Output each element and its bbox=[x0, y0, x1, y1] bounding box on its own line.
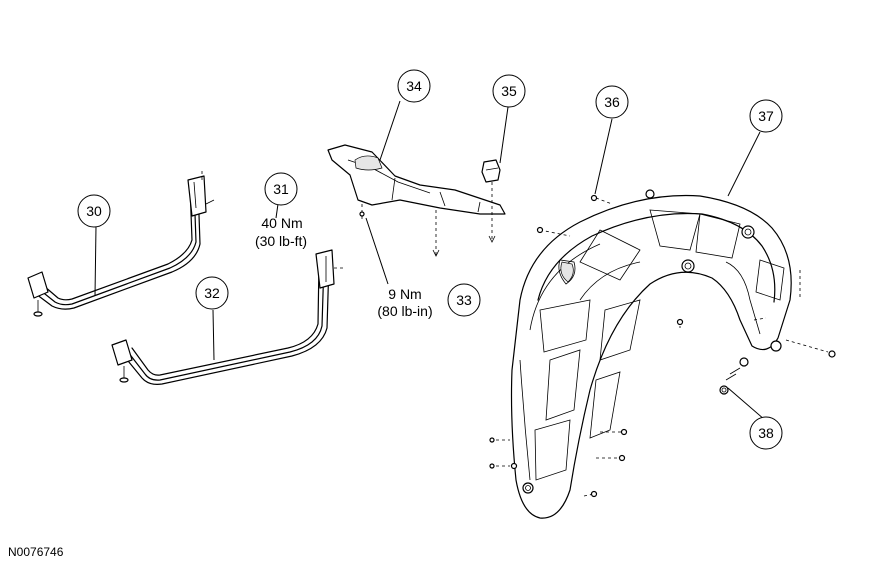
callout-37: 37 bbox=[749, 99, 783, 133]
torque-33-imperial: (80 lb-in) bbox=[377, 303, 432, 319]
callout-35: 35 bbox=[492, 74, 526, 108]
torque-31-imperial: (30 lb-ft) bbox=[255, 233, 307, 249]
callout-36-label: 36 bbox=[604, 94, 620, 110]
callout-38: 38 bbox=[749, 416, 783, 450]
callout-38-label: 38 bbox=[758, 425, 774, 441]
callout-32-label: 32 bbox=[204, 285, 220, 301]
fuel-tank-strap-front bbox=[27, 168, 215, 317]
callout-30-label: 30 bbox=[86, 203, 102, 219]
callout-31: 31 bbox=[264, 172, 298, 206]
torque-31-metric: 40 Nm bbox=[261, 215, 302, 231]
heat-shield-bracket bbox=[327, 144, 506, 257]
callout-33: 33 bbox=[447, 283, 481, 317]
callout-34-label: 34 bbox=[406, 78, 422, 94]
callout-34: 34 bbox=[397, 69, 431, 103]
figure-id: N0076746 bbox=[8, 545, 64, 559]
callout-36: 36 bbox=[595, 85, 629, 119]
retainer-clip bbox=[481, 159, 501, 243]
callout-37-label: 37 bbox=[758, 108, 774, 124]
callout-30: 30 bbox=[77, 194, 111, 228]
callout-32: 32 bbox=[195, 276, 229, 310]
leader-lines bbox=[94, 100, 766, 421]
callout-33-label: 33 bbox=[456, 292, 472, 308]
callout-31-label: 31 bbox=[273, 181, 289, 197]
wheelhouse-splash-liner bbox=[489, 189, 836, 519]
fuel-tank-strap-rear bbox=[111, 249, 346, 385]
torque-33-metric: 9 Nm bbox=[388, 286, 421, 302]
callout-35-label: 35 bbox=[501, 83, 517, 99]
